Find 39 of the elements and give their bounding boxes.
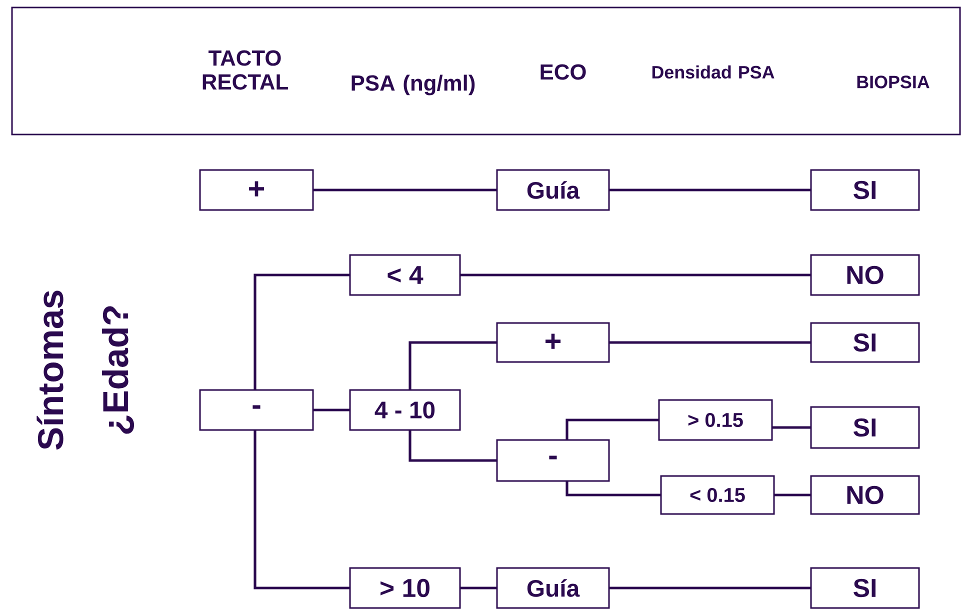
connector-line (774, 494, 811, 496)
connector-line (313, 408, 350, 412)
decision-box: + (496, 322, 610, 363)
side-label: Síntomas (36, 290, 64, 450)
decision-box: < 0.15 (660, 475, 775, 515)
decision-box: > 10 (349, 567, 461, 609)
connector-line (566, 418, 659, 440)
decision-box: SI (810, 169, 920, 211)
decision-box: Guía (496, 169, 610, 211)
decision-box: + (199, 169, 314, 211)
connector-line (772, 426, 811, 429)
connector-line (254, 274, 350, 390)
decision-box: SI (810, 406, 920, 449)
column-heading: Densidad PSA (652, 65, 774, 79)
decision-box: - (496, 439, 610, 482)
decision-box: 4 - 10 (349, 389, 461, 431)
connector-line (408, 341, 497, 390)
decision-box: > 0.15 (658, 399, 773, 441)
connector-line (609, 188, 811, 192)
column-heading: TACTO RECTAL (202, 50, 288, 90)
column-heading: BIOPSIA (857, 76, 930, 88)
decision-box: NO (810, 254, 920, 296)
connector-line (460, 274, 811, 276)
connector-line (566, 481, 661, 496)
column-heading: ECO (540, 64, 586, 80)
decision-box: NO (810, 475, 920, 515)
connector-line (609, 341, 811, 344)
connector-line (408, 430, 497, 462)
decision-box: SI (810, 322, 920, 363)
connector-line (609, 586, 811, 590)
decision-box: Guía (496, 567, 610, 609)
decision-box: - (199, 389, 314, 431)
connector-line (254, 430, 350, 590)
connector-line (313, 188, 497, 192)
column-heading: PSA (ng/ml) (352, 74, 475, 96)
decision-box: < 4 (349, 254, 461, 296)
connector-line (460, 586, 497, 590)
side-label: ¿Edad? (102, 306, 134, 434)
decision-box: SI (810, 567, 920, 609)
